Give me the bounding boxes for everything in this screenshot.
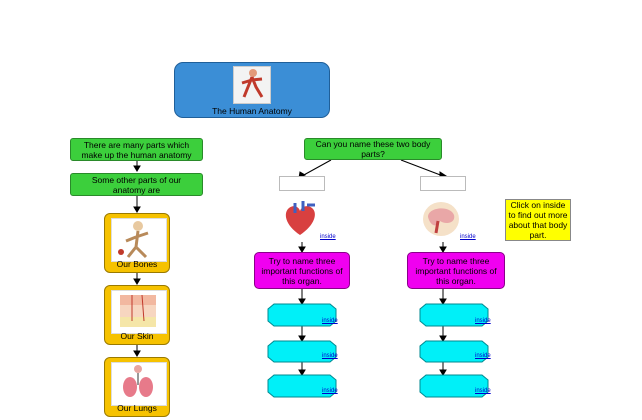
title-text: The Human Anatomy bbox=[212, 106, 292, 116]
lungs-image bbox=[111, 362, 167, 406]
inside-link-brain[interactable]: inside bbox=[460, 234, 476, 240]
skin-cross-section-image bbox=[111, 290, 167, 334]
skin-card[interactable]: Our Skin bbox=[104, 285, 170, 345]
note-box: Click on inside to find out more about t… bbox=[505, 199, 571, 241]
skeleton-image bbox=[111, 218, 167, 262]
inside-link-heart-3[interactable]: inside bbox=[322, 388, 338, 394]
task-text-brain: Try to name three important functions of… bbox=[415, 255, 497, 286]
answer-octagon-brain-1 bbox=[419, 303, 489, 327]
answer-octagon-brain-2 bbox=[419, 340, 489, 363]
question-text: Can you name these two body parts? bbox=[315, 139, 431, 159]
answer-octagon-heart-3 bbox=[267, 374, 337, 398]
anatomy-figure-image bbox=[233, 66, 271, 104]
inside-link-brain-1[interactable]: inside bbox=[475, 318, 491, 324]
bones-label: Our Bones bbox=[116, 259, 158, 269]
task-text-heart: Try to name three important functions of… bbox=[261, 255, 343, 286]
inside-link-brain-3[interactable]: inside bbox=[475, 388, 491, 394]
heart-image[interactable] bbox=[279, 199, 321, 239]
task-node-heart[interactable]: Try to name three important functions of… bbox=[254, 252, 350, 289]
answer-octagon-heart-2 bbox=[267, 340, 337, 363]
other-parts-text: Some other parts of our anatomy are bbox=[91, 174, 182, 195]
note-text: Click on inside to find out more about t… bbox=[508, 200, 568, 240]
intro-node[interactable]: There are many parts which make up the h… bbox=[70, 138, 203, 161]
lungs-card[interactable]: Our Lungs bbox=[104, 357, 170, 417]
inside-link-heart-2[interactable]: inside bbox=[322, 353, 338, 359]
skin-label: Our Skin bbox=[120, 331, 154, 341]
inside-link-heart[interactable]: inside bbox=[320, 234, 336, 240]
question-node[interactable]: Can you name these two body parts? bbox=[304, 138, 442, 160]
brain-image[interactable] bbox=[420, 199, 462, 239]
answer-octagon-brain-3 bbox=[419, 374, 489, 398]
title-node[interactable]: The Human Anatomy bbox=[174, 62, 330, 118]
answer-box-brain[interactable] bbox=[420, 176, 466, 191]
other-parts-node[interactable]: Some other parts of our anatomy are bbox=[70, 173, 203, 196]
answer-box-heart[interactable] bbox=[279, 176, 325, 191]
lungs-label: Our Lungs bbox=[117, 403, 157, 413]
task-node-brain[interactable]: Try to name three important functions of… bbox=[407, 252, 505, 289]
bones-card[interactable]: Our Bones bbox=[104, 213, 170, 273]
intro-text: There are many parts which make up the h… bbox=[81, 139, 192, 160]
inside-link-heart-1[interactable]: inside bbox=[322, 318, 338, 324]
answer-octagon-heart-1 bbox=[267, 303, 337, 327]
inside-link-brain-2[interactable]: inside bbox=[475, 353, 491, 359]
